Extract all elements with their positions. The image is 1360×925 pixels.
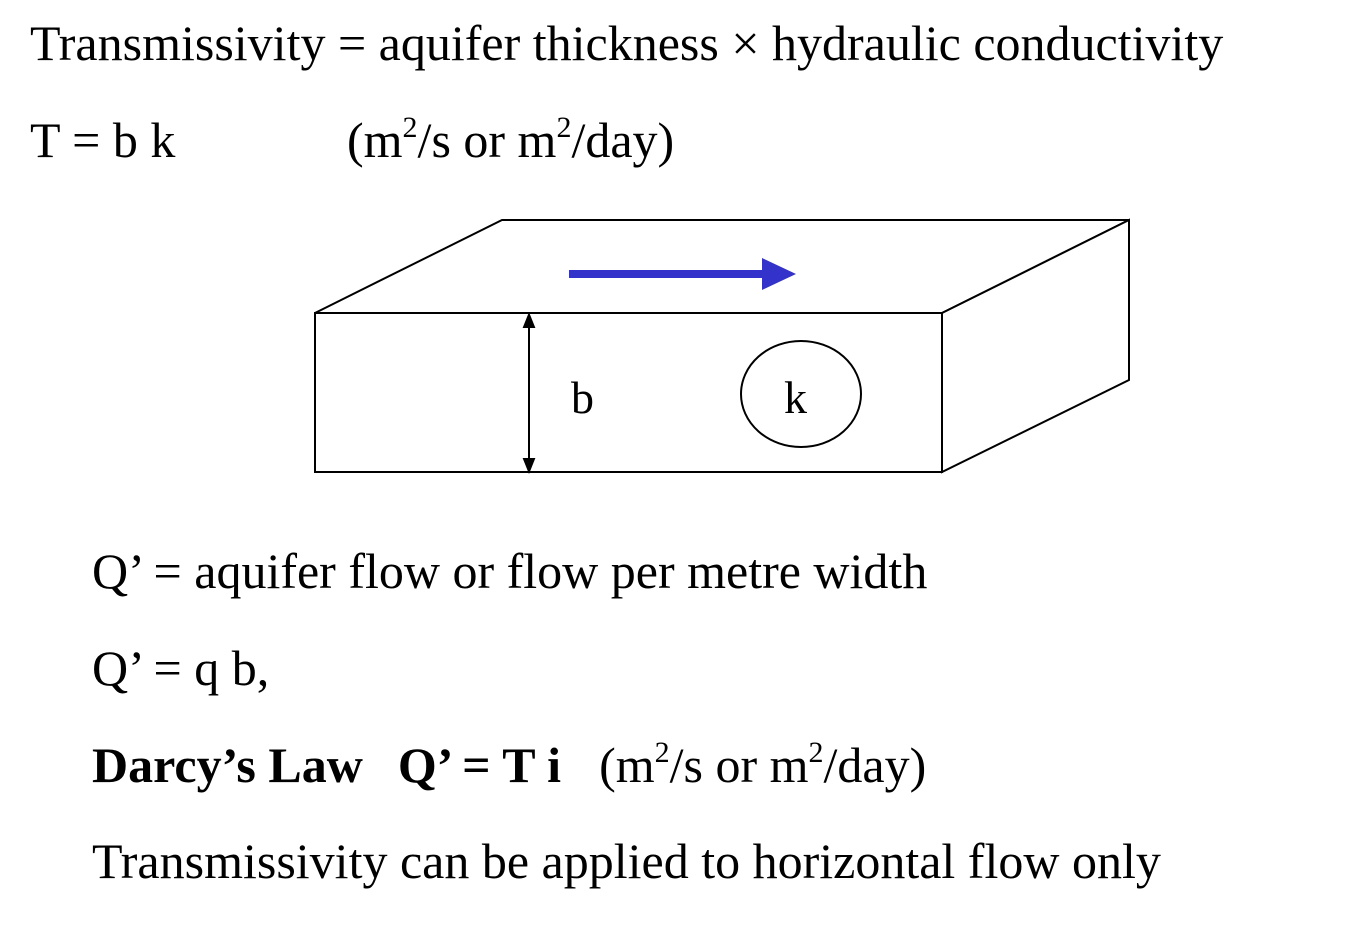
darcys-law-line: Darcy’s Law Q’ = T i (m2/s or m2/day) [92,736,927,793]
conductivity-circle [740,340,862,448]
darcys-law-formula: Q’ = T i [397,737,562,793]
transmissivity-units: (m2/s or m2/day) [347,111,675,168]
darcys-law-label: Darcy’s Law [92,737,363,793]
thickness-label: b [571,372,594,423]
flow-formula: Q’ = q b, [92,640,270,696]
applicability-note: Transmissivity can be applied to horizon… [92,833,1161,889]
darcys-law-units: (m2/s or m2/day) [599,736,927,793]
flow-definition: Q’ = aquifer flow or flow per metre widt… [92,543,928,599]
conductivity-label: k [784,372,807,423]
transmissivity-formula: T = b k [30,112,176,168]
transmissivity-definition: Transmissivity = aquifer thickness × hyd… [30,15,1224,71]
flow-direction-arrow [569,258,796,290]
